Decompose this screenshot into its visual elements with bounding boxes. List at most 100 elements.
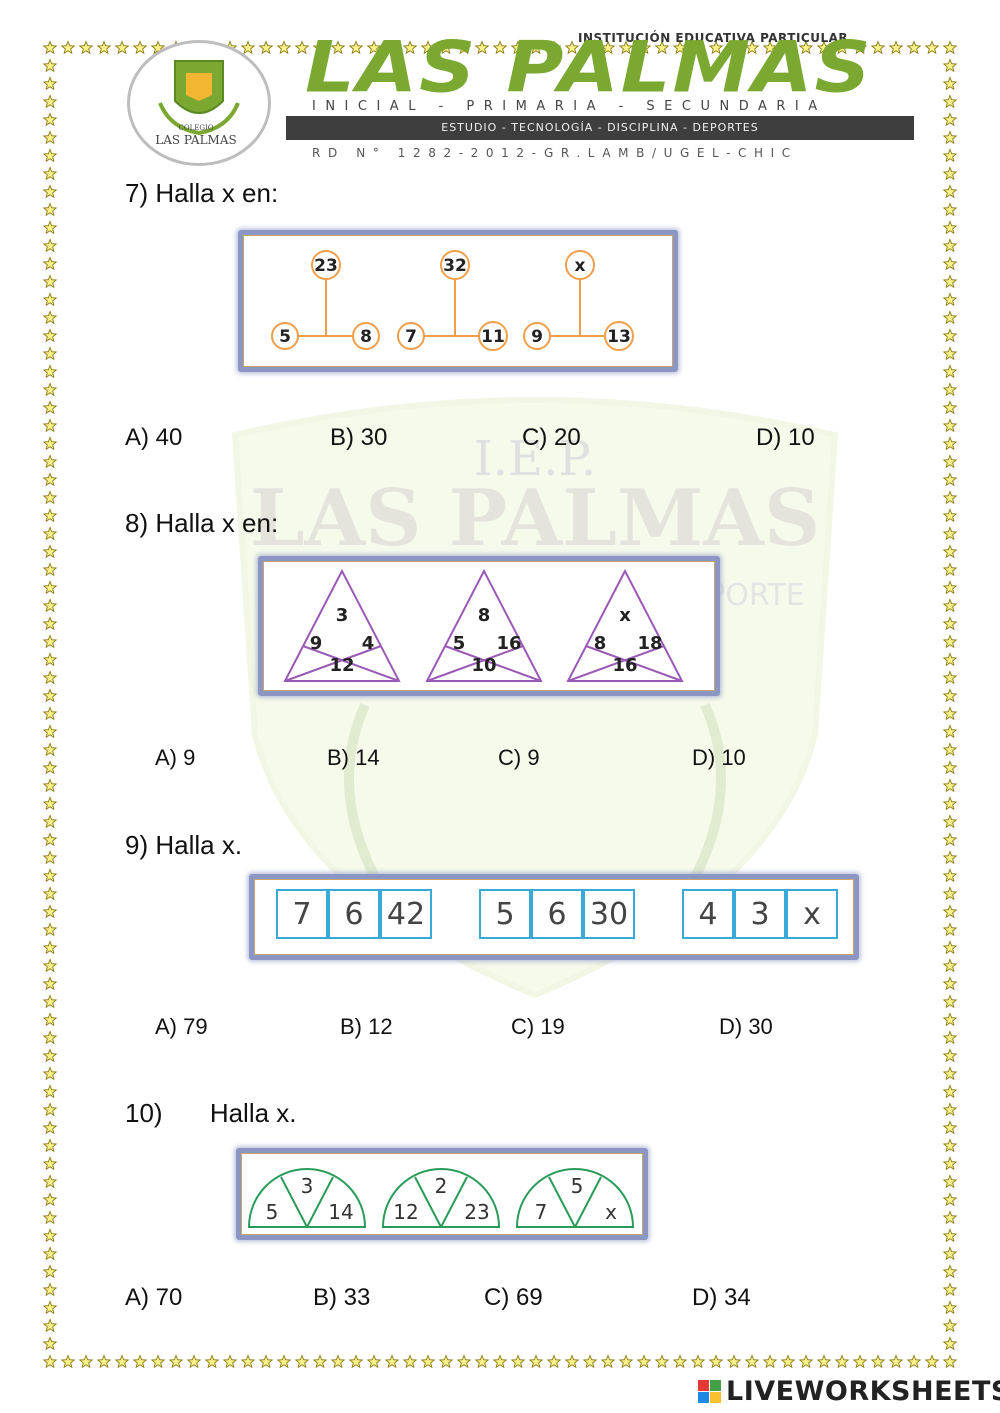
border-star: [942, 994, 958, 1009]
border-star: [942, 148, 958, 163]
border-star: [330, 1354, 346, 1369]
border-star: [42, 238, 58, 253]
border-star: [726, 40, 742, 55]
border-star: [942, 490, 958, 505]
border-star: [42, 868, 58, 883]
border-star: [600, 40, 616, 55]
q8-option-a[interactable]: A) 9: [155, 745, 196, 770]
q7-option-d[interactable]: D) 10: [756, 424, 815, 451]
border-star: [942, 1282, 958, 1297]
q9-option-c[interactable]: C) 19: [511, 1014, 565, 1039]
border-star: [42, 130, 58, 145]
border-star: [942, 724, 958, 739]
question-prompt: Halla x.: [155, 830, 243, 860]
q7-option-b[interactable]: B) 30: [330, 424, 388, 451]
border-star: [942, 814, 958, 829]
question-number: 8): [125, 508, 149, 538]
q10-option-a[interactable]: A) 70: [125, 1284, 183, 1311]
border-star: [42, 850, 58, 865]
border-star: [942, 94, 958, 109]
border-star: [42, 742, 58, 757]
border-star: [942, 1066, 958, 1081]
group1-cell2: 6: [328, 889, 380, 939]
border-star: [384, 1354, 400, 1369]
fig3-top: x: [575, 256, 586, 276]
border-star: [42, 814, 58, 829]
q10-option-c[interactable]: C) 69: [484, 1284, 543, 1311]
border-star: [330, 40, 346, 55]
group2-cell2: 6: [531, 889, 583, 939]
border-star: [942, 940, 958, 955]
border-star: [636, 1354, 652, 1369]
border-star: [600, 1354, 616, 1369]
border-star: [942, 562, 958, 577]
border-star: [42, 652, 58, 667]
border-star: [96, 1354, 112, 1369]
q7-option-c[interactable]: C) 20: [522, 424, 581, 451]
border-star: [816, 1354, 832, 1369]
border-star: [942, 1264, 958, 1279]
fig1-top: 23: [314, 256, 338, 276]
border-star: [294, 40, 310, 55]
q7-option-a[interactable]: A) 40: [125, 424, 183, 451]
group1-cell1: 7: [276, 889, 328, 939]
q8-option-b[interactable]: B) 14: [327, 745, 380, 770]
border-star: [42, 310, 58, 325]
border-star: [402, 40, 418, 55]
question-number: 9): [125, 830, 149, 860]
border-star: [42, 598, 58, 613]
fig3-right: 13: [607, 327, 631, 347]
border-star: [474, 40, 490, 55]
border-star: [798, 40, 814, 55]
liveworksheets-logo-icon: [698, 1380, 721, 1403]
border-star: [42, 688, 58, 703]
q8-option-c[interactable]: C) 9: [498, 745, 540, 770]
question-7-figure: 23 5 8 32 7 11 x 9 13: [271, 250, 634, 351]
border-star: [42, 292, 58, 307]
tri3-bottom: 16: [612, 655, 637, 676]
border-star: [42, 760, 58, 775]
border-star: [942, 1120, 958, 1135]
border-star: [42, 1246, 58, 1261]
border-star: [42, 904, 58, 919]
border-star: [888, 1354, 904, 1369]
q9-option-a[interactable]: A) 79: [155, 1014, 208, 1039]
border-star: [942, 616, 958, 631]
group3-cell1: 4: [682, 889, 734, 939]
border-star: [870, 1354, 886, 1369]
border-star: [942, 508, 958, 523]
border-star: [564, 1354, 580, 1369]
border-star: [42, 1066, 58, 1081]
q10-option-b[interactable]: B) 33: [313, 1284, 371, 1311]
border-star: [942, 1012, 958, 1027]
q8-option-d[interactable]: D) 10: [692, 745, 746, 770]
levels-line: INICIAL - PRIMARIA - SECUNDARIA: [312, 99, 827, 114]
border-star: [762, 40, 778, 55]
border-star: [60, 40, 76, 55]
q9-option-d[interactable]: D) 30: [719, 1014, 773, 1039]
q9-option-b[interactable]: B) 12: [340, 1014, 393, 1039]
liveworksheets-brand: LIVEWORKSHEETS: [726, 1376, 1000, 1407]
border-star: [276, 40, 292, 55]
border-star: [906, 40, 922, 55]
border-star: [42, 976, 58, 991]
institution-label: INSTITUCIÓN EDUCATIVA PARTICULAR: [578, 31, 849, 45]
border-star: [906, 1354, 922, 1369]
values-bar: ESTUDIO - TECNOLOGÍA - DISCIPLINA - DEPO…: [286, 116, 914, 140]
border-star: [942, 364, 958, 379]
border-star: [42, 1300, 58, 1315]
border-star: [42, 508, 58, 523]
border-star: [942, 922, 958, 937]
border-star: [942, 112, 958, 127]
q10-option-d[interactable]: D) 34: [692, 1284, 751, 1311]
border-star: [942, 706, 958, 721]
border-star: [942, 472, 958, 487]
border-star: [42, 184, 58, 199]
border-star: [942, 1174, 958, 1189]
border-star: [942, 904, 958, 919]
border-star: [366, 40, 382, 55]
watermark-line2: LAS PALMAS: [250, 473, 820, 564]
border-star: [582, 40, 598, 55]
semi1-left: 5: [266, 1200, 279, 1224]
group1-cell3: 42: [380, 889, 432, 939]
